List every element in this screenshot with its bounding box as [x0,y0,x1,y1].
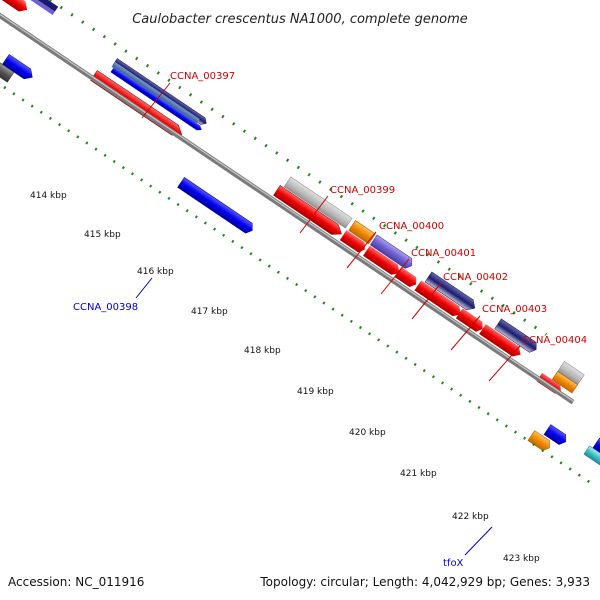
gene-00399-red[interactable] [273,185,345,239]
genome-track [0,0,600,485]
gene-left-red[interactable] [0,0,31,15]
kbp-label: 414 kbp [30,191,67,201]
kbp-label: 420 kbp [349,428,386,438]
accession-text: Accession: NC_011916 [8,575,144,589]
gene-label-ccna-00401[interactable]: CCNA_00401 [411,248,476,259]
map-title: Caulobacter crescentus NA1000, complete … [132,12,468,27]
gene-00400-orange[interactable] [348,220,376,245]
gene-edge-orange[interactable] [551,370,578,394]
gene-00402-red[interactable] [394,267,420,289]
gene-00404-red[interactable] [479,324,524,360]
gene-labels: CCNA_00397 CCNA_00398 CCNA_00399 CCNA_00… [73,71,587,569]
outer-tick-track [27,0,548,336]
outer-feature-violet [9,0,55,15]
gene-label-tfox[interactable]: tfoX [443,558,464,569]
gene-label-ccna-00404[interactable]: CCNA_00404 [522,335,587,346]
gene-00397-blue[interactable] [110,67,204,132]
kbp-label: 423 kbp [503,554,540,564]
kbp-label: 418 kbp [244,346,281,356]
kbp-label: 421 kbp [400,469,437,479]
gene-00399-gray[interactable] [283,176,353,229]
gene-00401-red[interactable] [363,245,403,278]
gene-tfox-blue[interactable] [543,424,569,447]
gene-00403-red[interactable] [414,280,464,319]
gene-00402-navy[interactable] [424,271,478,313]
kbp-label: 417 kbp [191,307,228,317]
leader-lines [135,82,521,556]
gene-tfox-orange[interactable] [527,430,553,453]
kbp-label: 416 kbp [137,267,174,277]
outer-feature-navy [11,0,59,12]
kbp-label: 415 kbp [84,230,121,240]
genome-backbone [0,8,575,405]
kbp-labels: 414 kbp 415 kbp 416 kbp 417 kbp 418 kbp … [30,191,540,564]
gene-label-ccna-00403[interactable]: CCNA_00403 [482,304,547,315]
kbp-label: 419 kbp [297,387,334,397]
gene-00404-navy[interactable] [494,318,540,355]
gene-label-ccna-00398[interactable]: CCNA_00398 [73,302,138,313]
gene-00401-violet[interactable] [369,234,415,271]
gene-label-ccna-00400[interactable]: CCNA_00400 [379,221,444,232]
gene-00403b-red[interactable] [455,308,486,334]
gene-00398-blue[interactable] [177,177,256,235]
topology-text: Topology: circular; Length: 4,042,929 bp… [259,575,590,589]
gene-00400-red[interactable] [339,230,368,254]
inner-tick-track [0,73,592,485]
gene-label-ccna-00402[interactable]: CCNA_00402 [443,272,508,283]
gene-00397-steel[interactable] [111,61,200,124]
gene-left-gray[interactable] [0,50,15,83]
gene-br-blue[interactable] [592,437,600,470]
gene-br-cyan[interactable] [583,445,600,480]
gene-label-ccna-00397[interactable]: CCNA_00397 [170,71,235,82]
gene-left-blue[interactable] [2,54,35,82]
gene-label-ccna-00399[interactable]: CCNA_00399 [330,185,395,196]
kbp-label: 422 kbp [452,512,489,522]
